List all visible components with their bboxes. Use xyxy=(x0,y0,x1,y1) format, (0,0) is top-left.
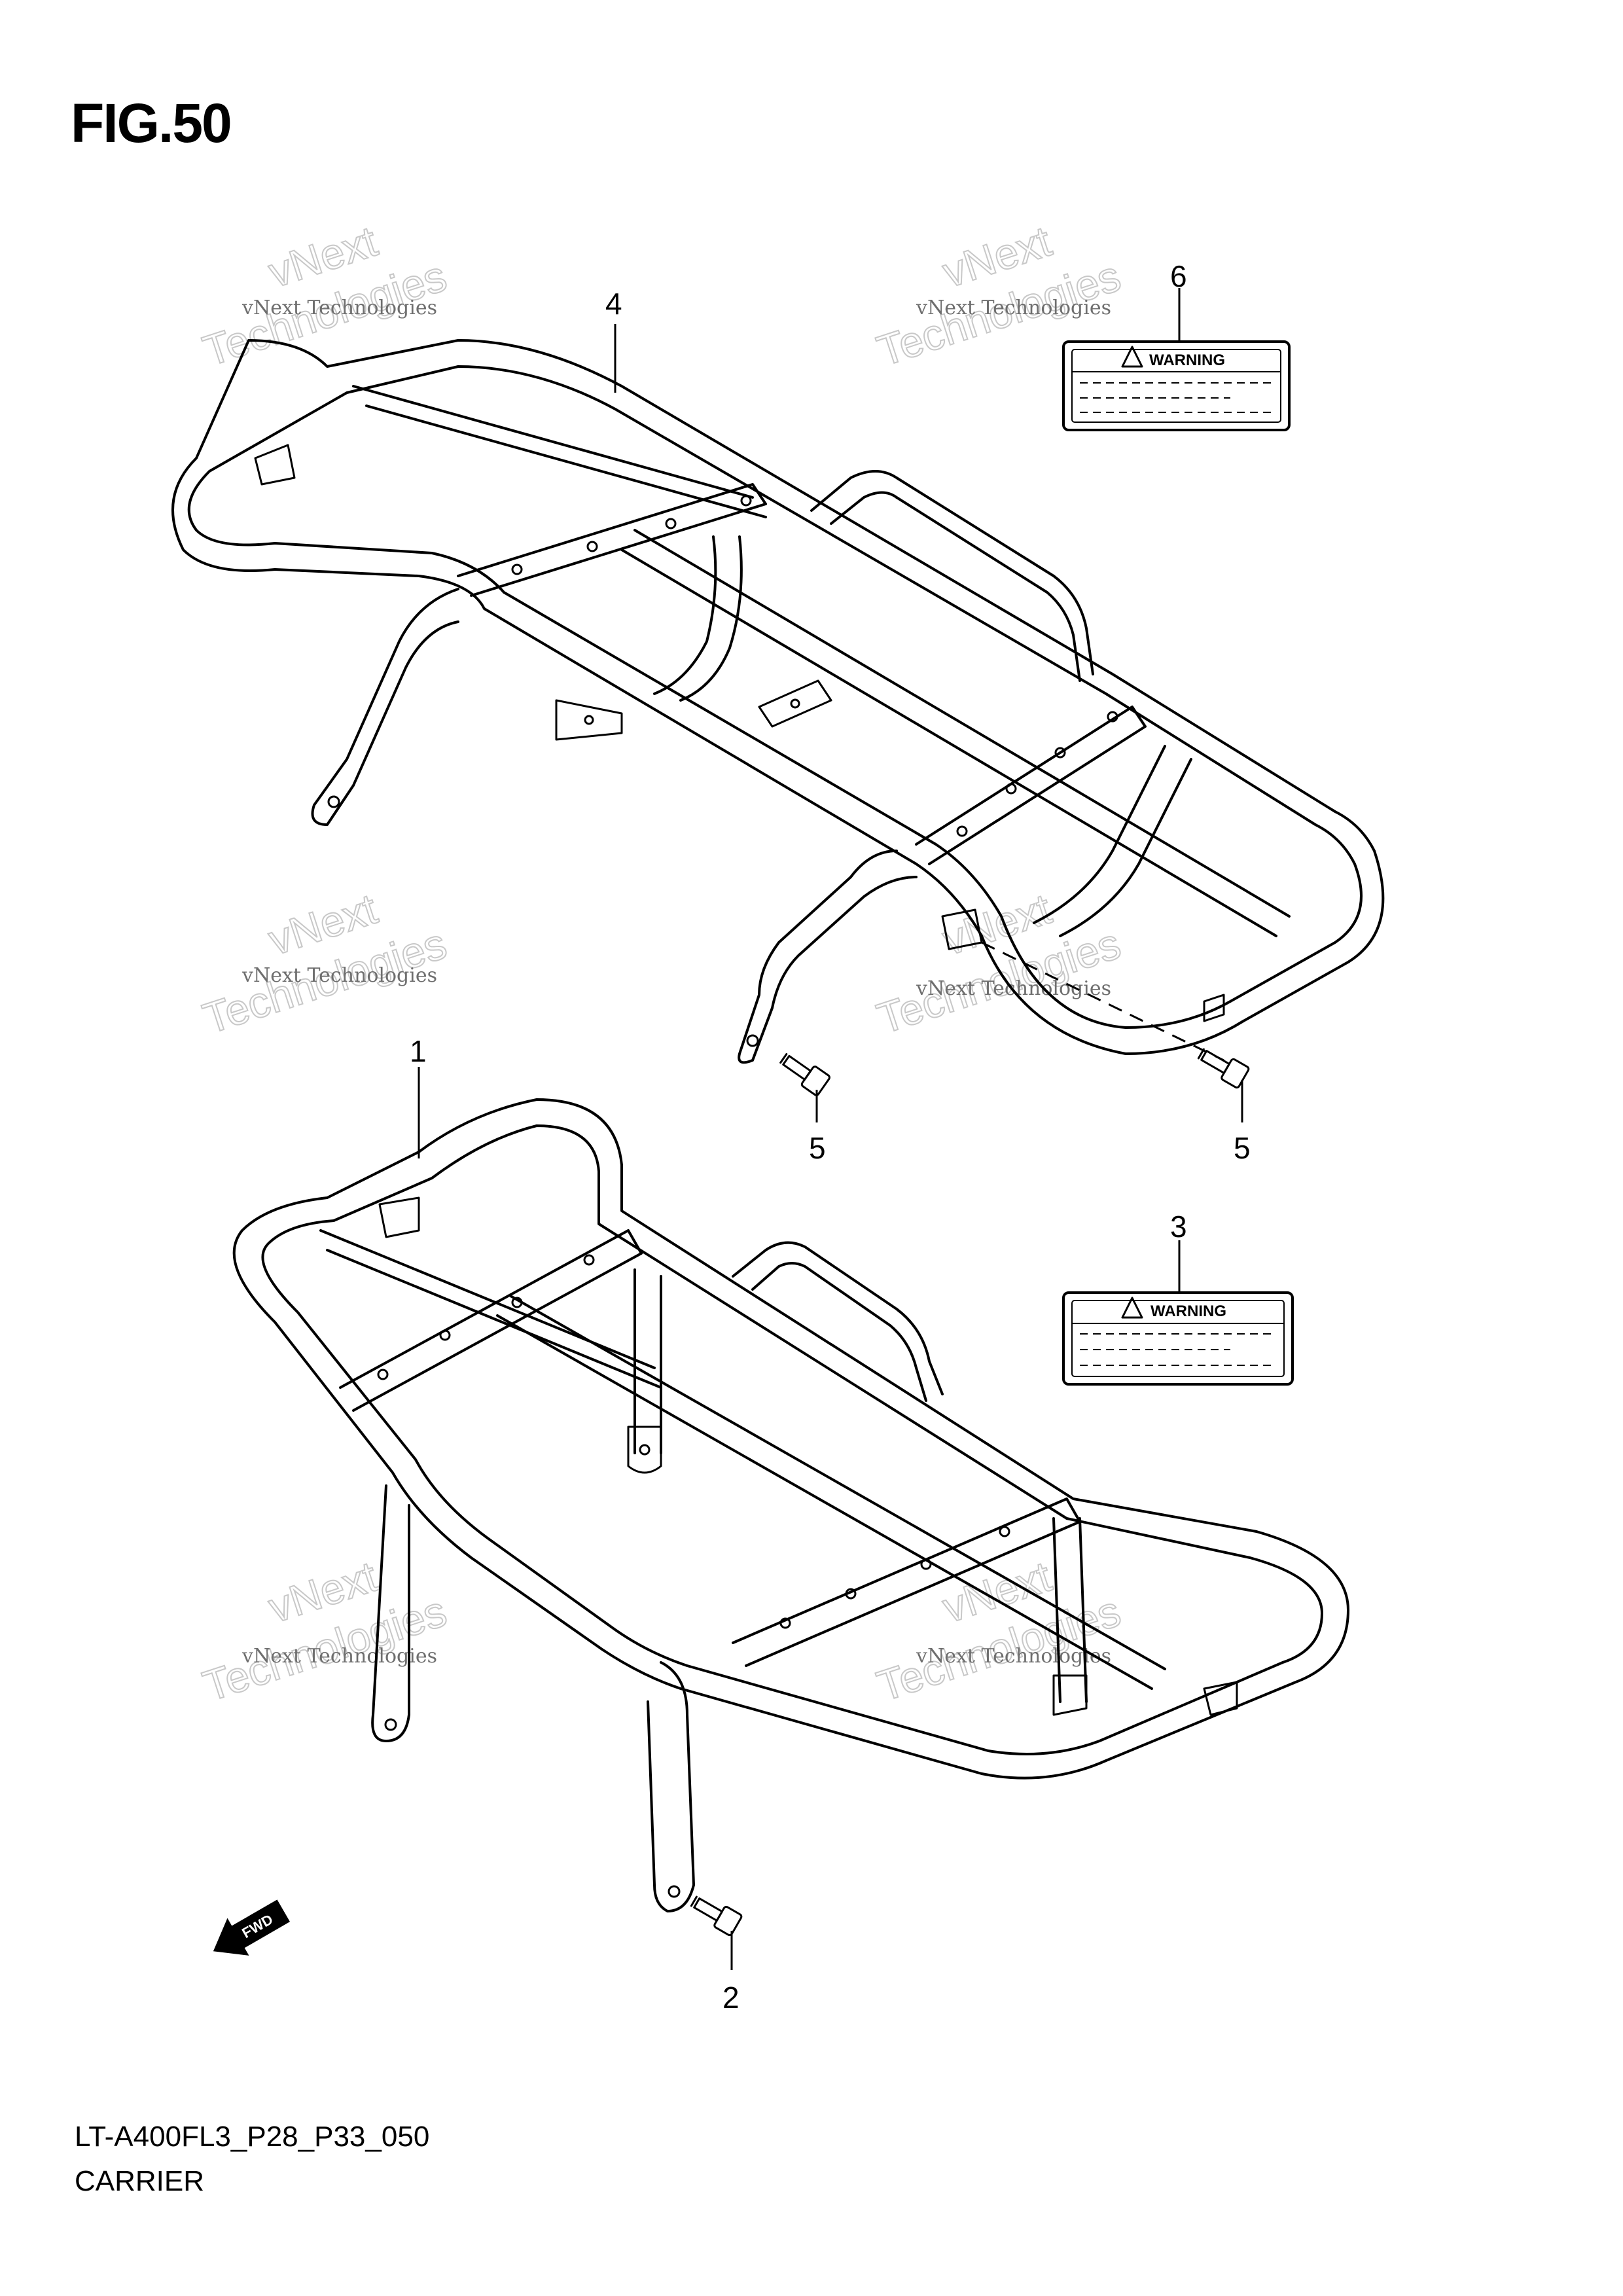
bolt-upper-left xyxy=(779,1053,830,1096)
front-carrier-grab-handle xyxy=(732,1241,944,1402)
bolt-alignment-line xyxy=(981,941,1224,1062)
watermark-1: vNext Technologies vNext Technologies xyxy=(196,216,452,376)
warning-label-upper: WARNING xyxy=(1062,340,1291,431)
callout-5a: 5 xyxy=(809,1131,826,1165)
front-carrier-leg-left xyxy=(371,1484,410,1742)
diagram-name: CARRIER xyxy=(75,2165,205,2197)
bolt-lower xyxy=(690,1895,743,1937)
front-carrier xyxy=(232,1098,1349,1912)
watermark-caption: vNext Technologies xyxy=(241,1645,437,1668)
rear-carrier-bracket-2 xyxy=(758,679,832,728)
rear-carrier-center-bar xyxy=(352,385,767,518)
watermark-5: vNext Technologies vNext Technologies xyxy=(196,1551,452,1712)
warning-text: WARNING xyxy=(1149,351,1225,369)
front-carrier-rear-post xyxy=(1052,1517,1088,1703)
front-carrier-bracket-2 xyxy=(1052,1674,1088,1716)
front-carrier-bracket-1 xyxy=(627,1426,662,1474)
rear-carrier xyxy=(171,339,1385,1064)
warning-label-lower: WARNING xyxy=(1062,1291,1294,1386)
callout-5b: 5 xyxy=(1234,1131,1251,1165)
rear-carrier-frame-inner xyxy=(187,365,1363,1029)
rear-carrier-leg-rear xyxy=(738,850,918,1064)
rear-carrier-strut-right xyxy=(1033,745,1192,937)
rear-carrier-bracket-3 xyxy=(254,444,296,486)
front-carrier-leg-rear xyxy=(647,1661,695,1912)
front-carrier-crossbar-1 xyxy=(339,1229,643,1412)
callout-3: 3 xyxy=(1170,1210,1187,1244)
warning-text: WARNING xyxy=(1150,1302,1226,1320)
watermark-3: vNext Technologies vNext Technologies xyxy=(196,884,452,1044)
callout-4: 4 xyxy=(605,287,622,321)
callout-1: 1 xyxy=(410,1034,427,1068)
watermark-caption: vNext Technologies xyxy=(916,296,1111,319)
front-carrier-frame-inner xyxy=(261,1124,1323,1755)
warning-triangle-icon xyxy=(1121,346,1143,368)
watermark-caption: vNext Technologies xyxy=(241,964,437,987)
rear-carrier-bracket-5 xyxy=(1203,994,1225,1022)
front-carrier-bracket-3 xyxy=(378,1196,420,1238)
callout-6: 6 xyxy=(1170,259,1187,293)
rear-carrier-crossbar-2 xyxy=(915,706,1147,865)
warning-triangle-icon xyxy=(1121,1297,1143,1319)
watermark-caption: vNext Technologies xyxy=(241,296,437,319)
rear-carrier-leg-left xyxy=(311,588,459,826)
fwd-arrow-icon: FWD xyxy=(213,1899,291,1956)
front-carrier-frame-outer xyxy=(232,1098,1349,1780)
rear-carrier-bracket-1 xyxy=(555,699,623,741)
front-carrier-center-bar xyxy=(319,1229,662,1389)
front-carrier-center-post xyxy=(633,1268,662,1454)
diagram-code: LT-A400FL3_P28_P33_050 xyxy=(75,2121,430,2153)
rear-carrier-center-support xyxy=(653,535,743,702)
front-carrier-bracket-4 xyxy=(1203,1681,1238,1716)
watermark-caption: vNext Technologies xyxy=(916,1645,1111,1668)
rear-carrier-frame-outer xyxy=(171,339,1385,1055)
rear-carrier-longbar xyxy=(620,529,1291,937)
figure-title: FIG.50 xyxy=(71,92,232,154)
callout-2: 2 xyxy=(722,1981,740,2015)
rear-carrier-grab-handle xyxy=(810,470,1094,682)
